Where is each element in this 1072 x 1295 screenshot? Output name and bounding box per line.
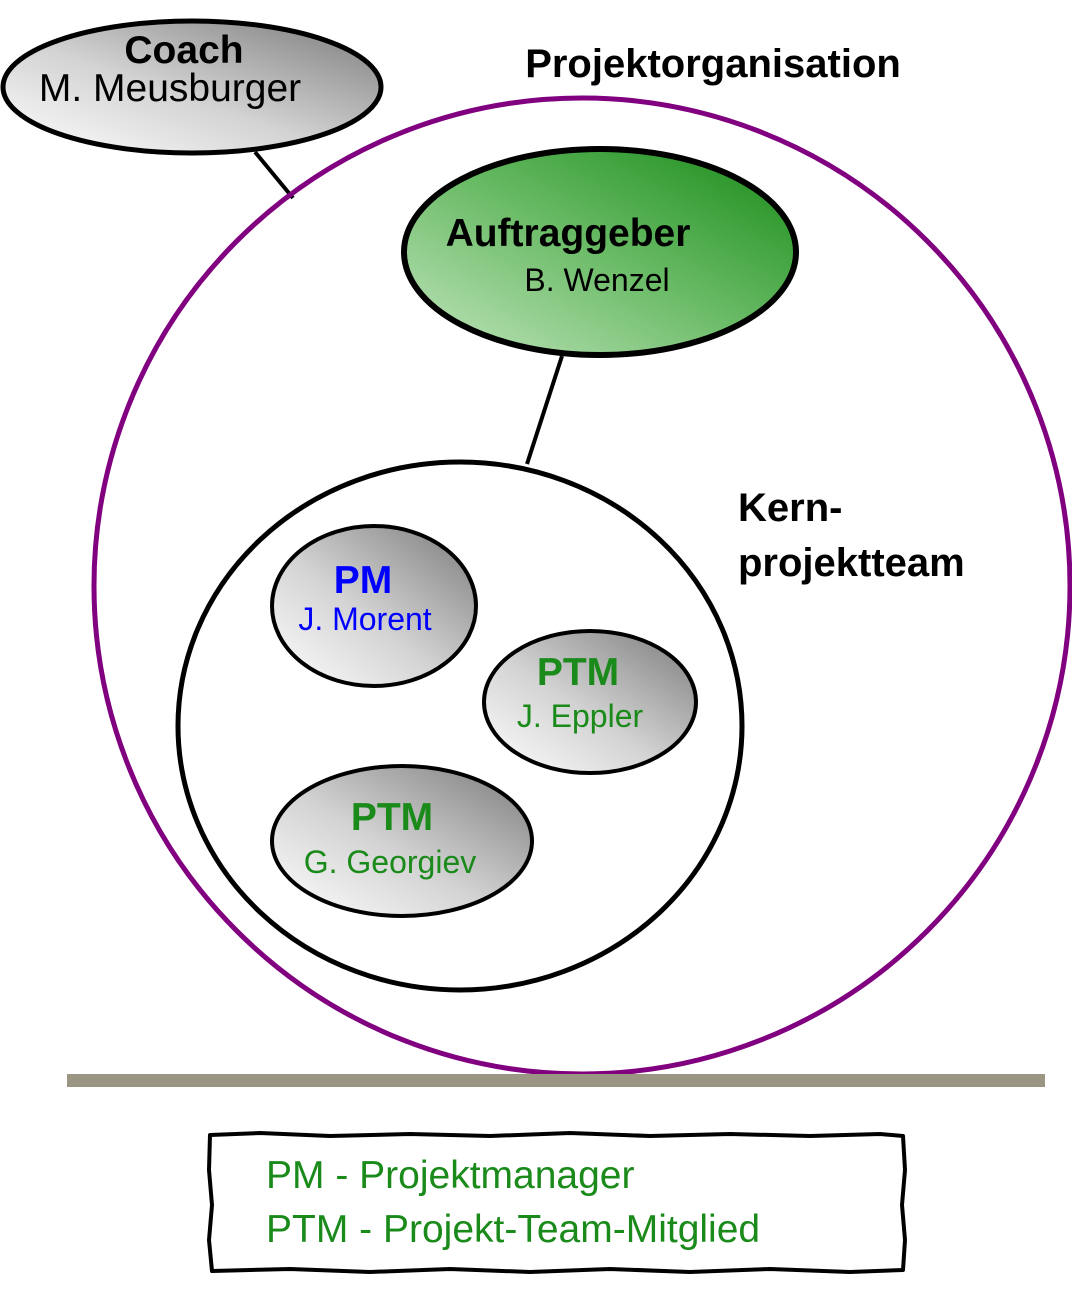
client-ellipse bbox=[401, 146, 799, 358]
core-team-label-line2: projektteam bbox=[738, 541, 965, 585]
coach-connector-line bbox=[253, 150, 295, 200]
member-role-ptm-georgiev: PTM bbox=[351, 796, 433, 839]
client-name: B. Wenzel bbox=[524, 262, 669, 298]
member-ellipse-pm bbox=[270, 524, 478, 688]
coach-role: Coach bbox=[124, 29, 243, 72]
coach-ellipse bbox=[0, 18, 384, 156]
legend-line-ptm: PTM - Projekt-Team-Mitglied bbox=[266, 1208, 760, 1251]
diagram-title: Projektorganisation bbox=[525, 42, 901, 86]
core-team-label-line1: Kern- bbox=[738, 486, 842, 530]
separator-bar bbox=[67, 1074, 1045, 1087]
legend-box bbox=[207, 1131, 907, 1274]
member-role-ptm-eppler: PTM bbox=[537, 651, 619, 694]
member-role-pm: PM bbox=[334, 559, 393, 602]
member-name-ptm-eppler: J. Eppler bbox=[517, 698, 644, 734]
coach-name: M. Meusburger bbox=[39, 67, 301, 110]
member-name-pm: J. Morent bbox=[298, 601, 431, 637]
client-role: Auftraggeber bbox=[446, 212, 691, 255]
client-connector-line bbox=[525, 355, 564, 465]
member-name-ptm-georgiev: G. Georgiev bbox=[304, 844, 477, 880]
member-ellipse-ptm-georgiev bbox=[270, 764, 534, 918]
member-ellipse-ptm-eppler bbox=[482, 629, 698, 775]
legend-line-pm: PM - Projektmanager bbox=[266, 1154, 634, 1197]
